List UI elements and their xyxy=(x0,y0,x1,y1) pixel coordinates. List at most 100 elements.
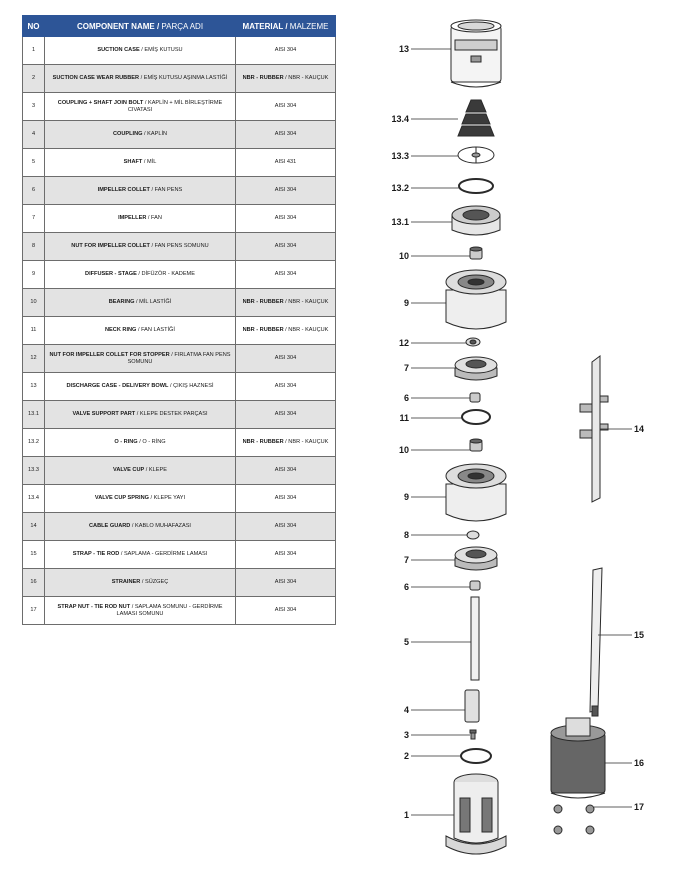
material-en: AISI 304 xyxy=(274,131,297,138)
material-en: AISI 304 xyxy=(274,579,297,586)
part-5-shaft xyxy=(470,596,480,681)
name-en: SHAFT xyxy=(123,159,143,166)
label-13-4: 13.4 xyxy=(391,114,409,124)
part-3-bolt xyxy=(469,729,477,740)
label-11: 11 xyxy=(399,413,409,423)
material-en: AISI 304 xyxy=(274,607,297,614)
cell-material: AISI 431 xyxy=(235,148,336,177)
material-en: AISI 304 xyxy=(274,411,297,418)
part-13-1-valve-support xyxy=(451,205,501,236)
label-15: 15 xyxy=(634,630,644,640)
name-en: CABLE GUARD xyxy=(89,523,131,530)
name-en: SUCTION CASE xyxy=(97,47,140,54)
cell-material: AISI 304 xyxy=(235,92,336,121)
material-en: AISI 304 xyxy=(274,467,297,474)
material-tr: NBR - KAUÇUK xyxy=(288,299,329,306)
cell-material: NBR - RUBBER / NBR - KAUÇUK xyxy=(235,428,336,457)
name-tr: EMİŞ KUTUSU AŞINMA LASTİĞİ xyxy=(143,75,228,82)
cell-component-name: STRAINER / SÜZGEÇ xyxy=(44,568,236,597)
cell-material: AISI 304 xyxy=(235,540,336,569)
header-name-tr: PARÇA ADI xyxy=(161,21,204,31)
cell-component-name: NECK RING / FAN LASTİĞİ xyxy=(44,316,236,345)
part-7-impeller-top xyxy=(454,356,498,381)
material-en: AISI 304 xyxy=(274,383,297,390)
name-tr: O - RİNG xyxy=(142,439,166,446)
name-en: VALVE CUP xyxy=(113,467,145,474)
name-en: DISCHARGE CASE - DELIVERY BOWL xyxy=(66,383,169,390)
cell-no: 11 xyxy=(22,316,45,345)
label-12: 12 xyxy=(399,338,409,348)
label-14: 14 xyxy=(634,424,644,434)
name-en: DIFFUSER - STAGE xyxy=(85,271,137,278)
cell-component-name: CABLE GUARD / KABLO MUHAFAZASI xyxy=(44,512,236,541)
label-1: 1 xyxy=(404,810,409,820)
part-11-neck-ring xyxy=(461,409,491,425)
label-6-bottom: 6 xyxy=(404,582,409,592)
cell-no: 2 xyxy=(22,64,45,93)
name-en: STRAP NUT - TIE ROD NUT xyxy=(57,603,131,610)
cell-component-name: BEARING / MİL LASTİĞİ xyxy=(44,288,236,317)
name-en: NUT FOR IMPELLER COLLET FOR STOPPER xyxy=(49,351,170,358)
name-tr: EMİŞ KUTUSU xyxy=(144,47,183,54)
cell-no: 13.4 xyxy=(22,484,45,513)
name-en: COUPLING + SHAFT JOIN BOLT xyxy=(57,99,144,106)
name-tr: MİL xyxy=(147,159,157,166)
cell-component-name: NUT FOR IMPELLER COLLET FOR STOPPER / FI… xyxy=(44,344,236,373)
cell-no: 13.3 xyxy=(22,456,45,485)
name-tr: KABLO MUHAFAZASI xyxy=(135,523,191,530)
name-tr: KLEPE xyxy=(148,467,167,474)
part-6-collet-top xyxy=(469,392,481,403)
part-16-strainer xyxy=(550,717,606,799)
cell-material: AISI 304 xyxy=(235,36,336,65)
cell-material: AISI 304 xyxy=(235,232,336,261)
cell-component-name: IMPELLER / FAN xyxy=(44,204,236,233)
material-en: AISI 304 xyxy=(274,271,297,278)
header-mat-en: MATERIAL xyxy=(242,21,284,31)
cell-component-name: O - RING / O - RİNG xyxy=(44,428,236,457)
label-7-bottom: 7 xyxy=(404,555,409,565)
name-tr: KLEPE DESTEK PARÇASI xyxy=(139,411,208,418)
part-14-cable-guard xyxy=(579,355,609,503)
material-en: NBR - RUBBER xyxy=(242,299,284,306)
part-12-nut-stopper xyxy=(465,337,481,347)
label-3: 3 xyxy=(404,730,409,740)
cell-component-name: SUCTION CASE / EMİŞ KUTUSU xyxy=(44,36,236,65)
cell-component-name: DIFFUSER - STAGE / DİFÜZÖR - KADEME xyxy=(44,260,236,289)
name-tr: KAPLİN xyxy=(147,131,168,138)
cell-material: AISI 304 xyxy=(235,596,336,625)
name-tr: SAPLAMA - GERDİRME LAMASI xyxy=(123,551,208,558)
cell-no: 13 xyxy=(22,372,45,401)
part-7-impeller-bottom xyxy=(454,546,498,571)
name-en: IMPELLER COLLET xyxy=(97,187,150,194)
name-tr: FAN xyxy=(151,215,162,222)
cell-no: 9 xyxy=(22,260,45,289)
label-13-3: 13.3 xyxy=(391,151,409,161)
name-en: VALVE SUPPORT PART xyxy=(72,411,136,418)
header-name-en: COMPONENT NAME xyxy=(76,21,155,31)
cell-component-name: SHAFT / MİL xyxy=(44,148,236,177)
material-tr: NBR - KAUÇUK xyxy=(288,439,329,446)
label-13: 13 xyxy=(399,44,409,54)
part-15-tie-rod xyxy=(589,567,603,717)
name-tr: FIRLATMA FAN PENS SOMUNU xyxy=(127,351,231,365)
cell-component-name: DISCHARGE CASE - DELIVERY BOWL / ÇIKIŞ H… xyxy=(44,372,236,401)
cell-no: 6 xyxy=(22,176,45,205)
material-tr: NBR - KAUÇUK xyxy=(288,75,329,82)
part-1-suction-case xyxy=(445,773,507,855)
name-tr: SÜZGEÇ xyxy=(144,579,169,586)
cell-material: AISI 304 xyxy=(235,484,336,513)
cell-component-name: SUCTION CASE WEAR RUBBER / EMİŞ KUTUSU A… xyxy=(44,64,236,93)
cell-material: AISI 304 xyxy=(235,260,336,289)
